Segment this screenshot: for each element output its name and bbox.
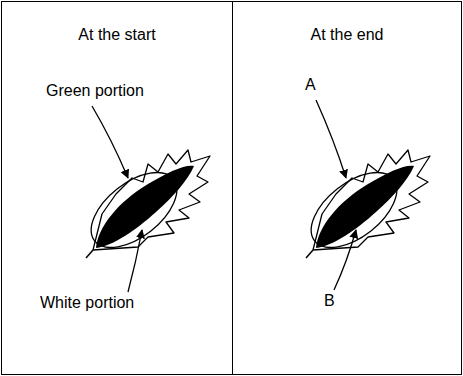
panel-box: At the start <box>1 1 233 375</box>
part-label: White portion <box>40 294 134 312</box>
part-label: Green portion <box>46 82 144 100</box>
panel-heading: At the end <box>233 26 461 44</box>
part-label: A <box>305 76 316 94</box>
panel-box: At the end <box>232 1 462 375</box>
part-label: B <box>324 292 335 310</box>
panel-heading: At the start <box>2 26 232 44</box>
